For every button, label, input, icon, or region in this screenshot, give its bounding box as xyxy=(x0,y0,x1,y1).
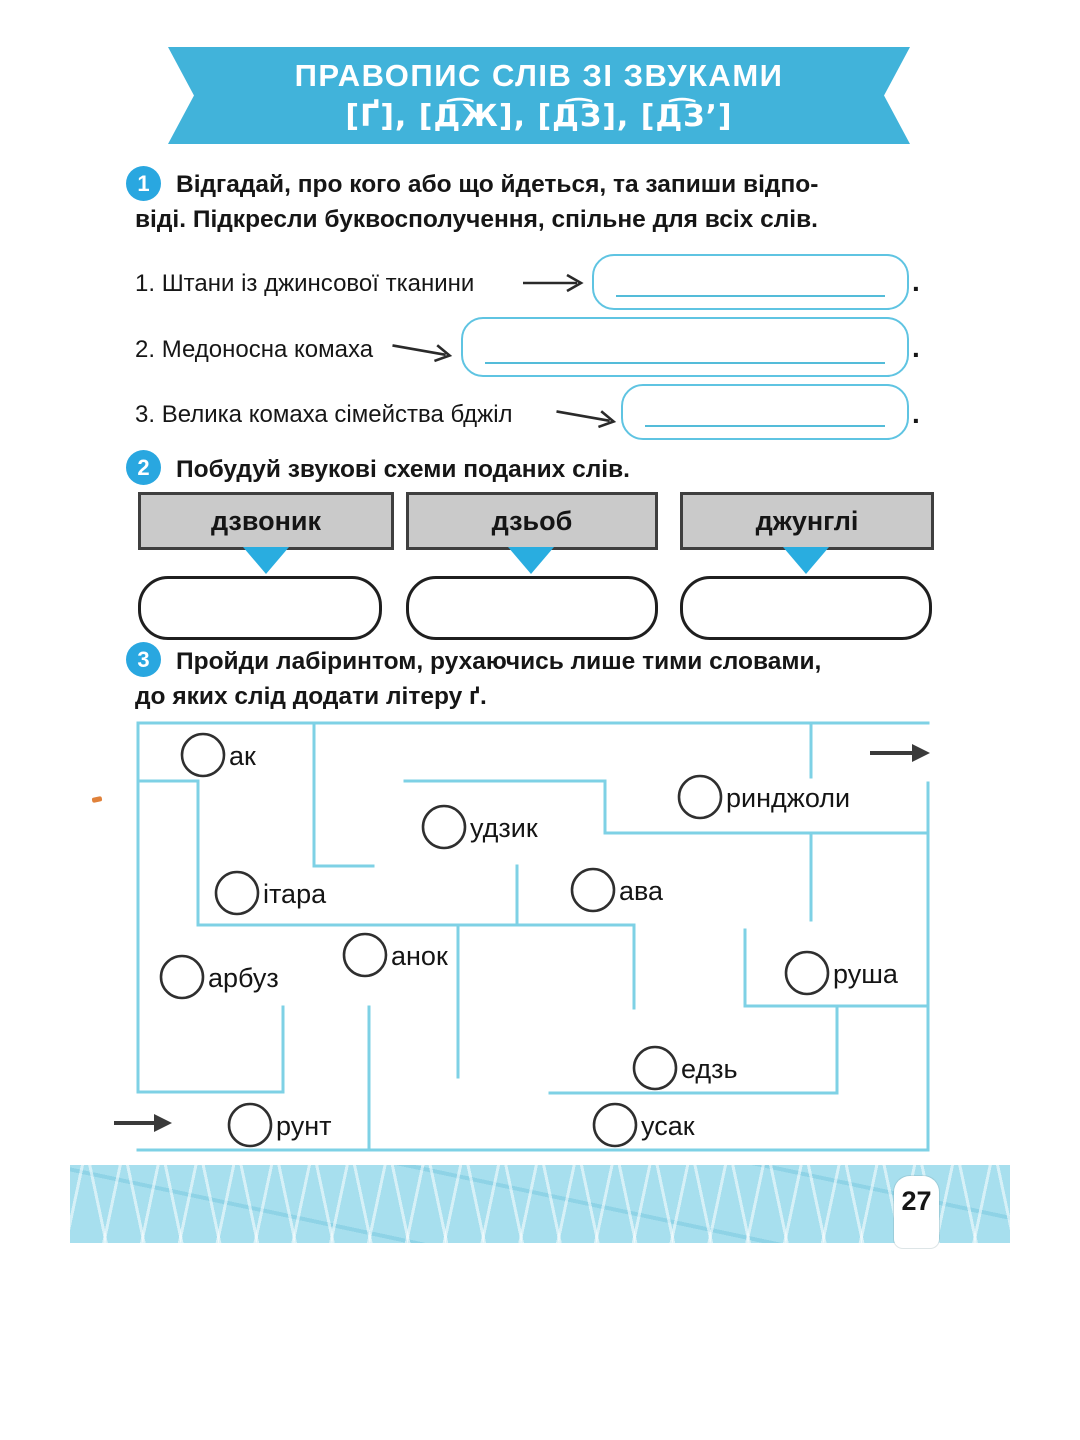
letter-circle-itara[interactable] xyxy=(214,870,260,916)
maze-word: ітара xyxy=(263,879,327,909)
word-card-dzhunhli: джунглі xyxy=(680,492,934,550)
task1-item-2-text: Медоносна комаха xyxy=(161,336,374,363)
word-card-label: джунглі xyxy=(755,505,859,536)
scheme-answer-box-2[interactable] xyxy=(406,576,658,640)
arrow-down-icon xyxy=(243,547,289,574)
task1-item-2-num: 2. xyxy=(135,336,156,363)
scheme-answer-box-1[interactable] xyxy=(138,576,382,640)
maze-letter-circles xyxy=(159,732,830,1148)
right-arrow-icon xyxy=(556,410,617,429)
task2-number: 2 xyxy=(137,454,150,480)
write-line xyxy=(645,425,885,427)
maze-word: ринджоли xyxy=(726,783,850,813)
letter-circle-edz[interactable] xyxy=(632,1045,678,1091)
maze-diagram: ак ринджоли удзик ітара ава анок арбуз р… xyxy=(114,721,930,1152)
task1-item-1-num: 1. xyxy=(135,270,156,297)
task1-text-line2: віді. Підкресли буквосполучення, спільне… xyxy=(135,206,818,233)
letter-circle-ak[interactable] xyxy=(180,732,226,778)
task1-item-2: 2. Медоносна комаха xyxy=(135,336,373,364)
period-3: . xyxy=(912,398,920,429)
task2-text: Побудуй звукові схеми поданих слів. xyxy=(176,456,630,483)
task3-number-badge: 3 xyxy=(126,642,161,677)
word-card-dzob: дзьоб xyxy=(406,492,658,550)
page-number: 27 xyxy=(901,1186,932,1216)
arrow-down-icon xyxy=(508,547,554,574)
footer-pattern-band xyxy=(70,1165,1010,1243)
task1-item-3-num: 3. xyxy=(135,401,156,428)
letter-circle-udzyk[interactable] xyxy=(421,804,467,850)
write-line xyxy=(616,295,885,297)
maze-word: усак xyxy=(641,1111,695,1141)
maze-word: анок xyxy=(391,941,448,971)
scheme-answer-box-3[interactable] xyxy=(680,576,932,640)
letter-circle-ava[interactable] xyxy=(570,867,616,913)
maze-walls xyxy=(136,721,930,1152)
right-arrow-icon xyxy=(392,344,453,363)
letter-circle-runt[interactable] xyxy=(227,1102,273,1148)
maze-exit-arrow-icon xyxy=(870,744,930,762)
right-arrow-icon xyxy=(523,273,584,293)
task3-text-line2: до яких слід додати літеру ґ. xyxy=(135,683,487,710)
letter-circle-ryndzholy[interactable] xyxy=(677,774,723,820)
task1-answer-field-2[interactable] xyxy=(461,317,909,377)
letter-circle-arbuz[interactable] xyxy=(159,954,205,1000)
margin-mark xyxy=(91,796,103,803)
page-title-line1: ПРАВОПИС СЛІВ ЗІ ЗВУКАМИ xyxy=(294,58,784,93)
maze-word: ава xyxy=(619,876,664,906)
task1-number-badge: 1 xyxy=(126,166,161,201)
period-2: . xyxy=(912,332,920,363)
header-ribbon: ПРАВОПИС СЛІВ ЗІ ЗВУКАМИ [Ґ], [Д͡Ж], [Д͡… xyxy=(168,47,910,144)
maze-word: едзь xyxy=(681,1054,738,1084)
task2-number-badge: 2 xyxy=(126,450,161,485)
letter-circle-usak[interactable] xyxy=(592,1102,638,1148)
task1-item-1: 1. Штани із джинсової тканини xyxy=(135,270,474,298)
page-title-line2: [Ґ], [Д͡Ж], [Д͡З], [Д͡Зʼ] xyxy=(345,99,733,134)
task1-item-3-text: Велика комаха сімейства бджіл xyxy=(161,401,513,428)
task1-item-1-text: Штани із джинсової тканини xyxy=(161,270,475,297)
maze-word: ак xyxy=(229,741,256,771)
page-number-tab: 27 xyxy=(894,1176,939,1248)
task1-item-3: 3. Велика комаха сімейства бджіл xyxy=(135,401,513,429)
task3-number: 3 xyxy=(137,646,150,672)
letter-circle-anok[interactable] xyxy=(342,932,388,978)
period-1: . xyxy=(912,266,920,297)
word-card-label: дзвоник xyxy=(210,505,322,536)
maze-word: рунт xyxy=(276,1111,332,1141)
maze-word: удзик xyxy=(470,813,538,843)
task3-text-line1: Пройди лабіринтом, рухаючись лише тими с… xyxy=(176,648,822,675)
maze-word: арбуз xyxy=(208,963,279,993)
maze-word: руша xyxy=(833,959,899,989)
write-line xyxy=(485,362,885,364)
task1-answer-field-1[interactable] xyxy=(592,254,909,310)
task1-answer-field-3[interactable] xyxy=(621,384,909,440)
task1-text-line1: Відгадай, про кого або що йдеться, та за… xyxy=(176,171,819,198)
maze-entrance-arrow-icon xyxy=(114,1114,172,1132)
word-card-label: дзьоб xyxy=(491,505,573,536)
word-card-dzvonyk: дзвоник xyxy=(138,492,394,550)
letter-circle-rusha[interactable] xyxy=(784,950,830,996)
arrow-down-icon xyxy=(783,547,829,574)
task1-number: 1 xyxy=(137,170,150,196)
